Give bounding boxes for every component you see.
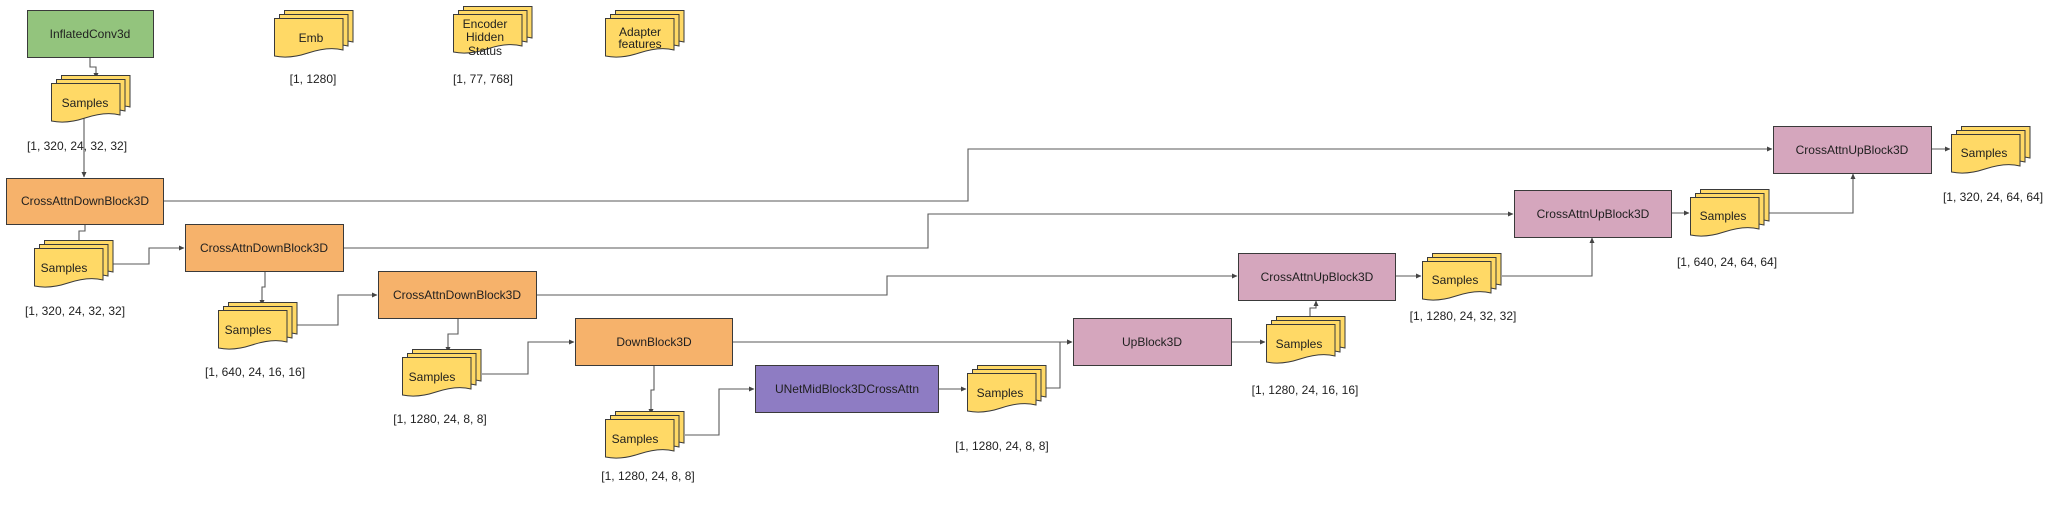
samples-label: Samples <box>612 432 659 446</box>
input-adapter-label-line-1: Adapter <box>619 25 661 39</box>
samples-shape-0: [1, 320, 24, 32, 32] <box>27 139 127 153</box>
samples-shape-5: [1, 1280, 24, 8, 8] <box>955 439 1048 453</box>
samples-tensor-6: Samples <box>1266 316 1346 364</box>
node-up-block-4-label: CrossAttnUpBlock3D <box>1796 143 1909 157</box>
node-down-block-2: CrossAttnDownBlock3D <box>185 224 344 272</box>
node-down-block-1-label: CrossAttnDownBlock3D <box>21 194 149 208</box>
samples-shape-2: [1, 640, 24, 16, 16] <box>205 365 305 379</box>
connector-samples-to-up-block-3 <box>1502 237 1595 277</box>
samples-shape-4: [1, 1280, 24, 8, 8] <box>601 469 694 483</box>
node-down-block-1: CrossAttnDownBlock3D <box>6 178 164 225</box>
node-down-block-4: DownBlock3D <box>575 318 733 366</box>
connector-down-block-4-to-samples <box>648 365 655 415</box>
node-inflated-conv3d-label: InflatedConv3d <box>50 27 131 41</box>
samples-label: Samples <box>977 386 1024 400</box>
node-up-block-4: CrossAttnUpBlock3D <box>1773 126 1932 174</box>
input-encoder-shape: [1, 77, 768] <box>453 72 513 86</box>
node-down-block-3: CrossAttnDownBlock3D <box>378 271 537 319</box>
connector-conv-in-to-samples <box>89 57 99 79</box>
node-up-block-2-label: CrossAttnUpBlock3D <box>1261 270 1374 284</box>
samples-label: Samples <box>1276 337 1323 351</box>
skip-connector-down-block-3-to-up-block-2 <box>536 273 1238 296</box>
skip-connector-down-block-1-to-up-block-4 <box>163 146 1773 202</box>
samples-tensor-3: Samples <box>402 349 482 397</box>
connector-samples-to-down-block-2 <box>113 245 185 265</box>
node-up-block-2: CrossAttnUpBlock3D <box>1238 253 1396 301</box>
samples-shape-7: [1, 1280, 24, 32, 32] <box>1410 309 1517 323</box>
connector-samples-to-down-block-4 <box>482 339 575 375</box>
node-up-block-3: CrossAttnUpBlock3D <box>1514 190 1672 238</box>
samples-tensor-0: Samples <box>51 75 131 123</box>
node-up-block-3-label: CrossAttnUpBlock3D <box>1537 207 1650 221</box>
samples-tensor-2: Samples <box>218 302 298 350</box>
skip-connector-down-block-2-to-up-block-3 <box>343 211 1514 249</box>
samples-tensor-9: Samples <box>1951 126 2031 174</box>
samples-label: Samples <box>225 323 272 337</box>
connector-samples-to-mid-block <box>685 386 755 436</box>
connector-samples-to-up-block-2 <box>1309 300 1319 316</box>
node-down-block-2-label: CrossAttnDownBlock3D <box>200 241 328 255</box>
samples-label: Samples <box>1961 146 2008 160</box>
samples-label: Samples <box>409 370 456 384</box>
samples-shape-6: [1, 1280, 24, 16, 16] <box>1252 383 1359 397</box>
samples-shape-1: [1, 320, 24, 32, 32] <box>25 304 125 318</box>
connector-samples-to-up-block-1 <box>1046 339 1073 389</box>
samples-shape-8: [1, 640, 24, 64, 64] <box>1677 255 1777 269</box>
samples-tensor-7: Samples <box>1422 253 1502 301</box>
input-adapter-features: Adapter features <box>605 10 685 58</box>
samples-shape-9: [1, 320, 24, 64, 64] <box>1943 190 2043 204</box>
input-emb: Emb <box>274 10 354 58</box>
connector-samples-to-down-block-3 <box>297 292 378 326</box>
samples-tensor-5: Samples <box>967 365 1047 413</box>
node-up-block-1-label: UpBlock3D <box>1122 335 1182 349</box>
samples-tensor-4: Samples <box>605 411 685 459</box>
node-mid-block: UNetMidBlock3DCrossAttn <box>755 365 939 413</box>
input-encoder-label-line-2: Hidden <box>466 30 504 44</box>
connector-down-block-2-to-samples <box>259 271 266 306</box>
node-up-block-1: UpBlock3D <box>1073 318 1232 366</box>
node-mid-block-label: UNetMidBlock3DCrossAttn <box>775 382 919 396</box>
node-inflated-conv3d: InflatedConv3d <box>27 10 154 58</box>
input-encoder-hidden-status: Encoder Hidden Status <box>453 6 533 58</box>
input-adapter-label-line-2: features <box>618 37 661 51</box>
samples-shape-3: [1, 1280, 24, 8, 8] <box>393 412 486 426</box>
samples-label: Samples <box>1432 273 1479 287</box>
input-emb-shape: [1, 1280] <box>290 72 337 86</box>
node-down-block-3-label: CrossAttnDownBlock3D <box>393 288 521 302</box>
connectors <box>78 57 1951 436</box>
samples-label: Samples <box>41 261 88 275</box>
connector-samples-to-up-block-4 <box>1769 173 1856 214</box>
samples-label: Samples <box>62 96 109 110</box>
samples-label: Samples <box>1700 209 1747 223</box>
input-emb-label: Emb <box>299 31 324 45</box>
samples-tensor-8: Samples <box>1690 189 1770 237</box>
connector-down-block-1-to-samples <box>78 224 86 244</box>
input-encoder-label-line-1: Encoder <box>463 17 508 31</box>
node-down-block-4-label: DownBlock3D <box>616 335 692 349</box>
input-encoder-label-line-3: Status <box>468 44 502 58</box>
samples-tensor-1: Samples <box>34 240 114 288</box>
connector-down-block-3-to-samples <box>445 318 459 353</box>
